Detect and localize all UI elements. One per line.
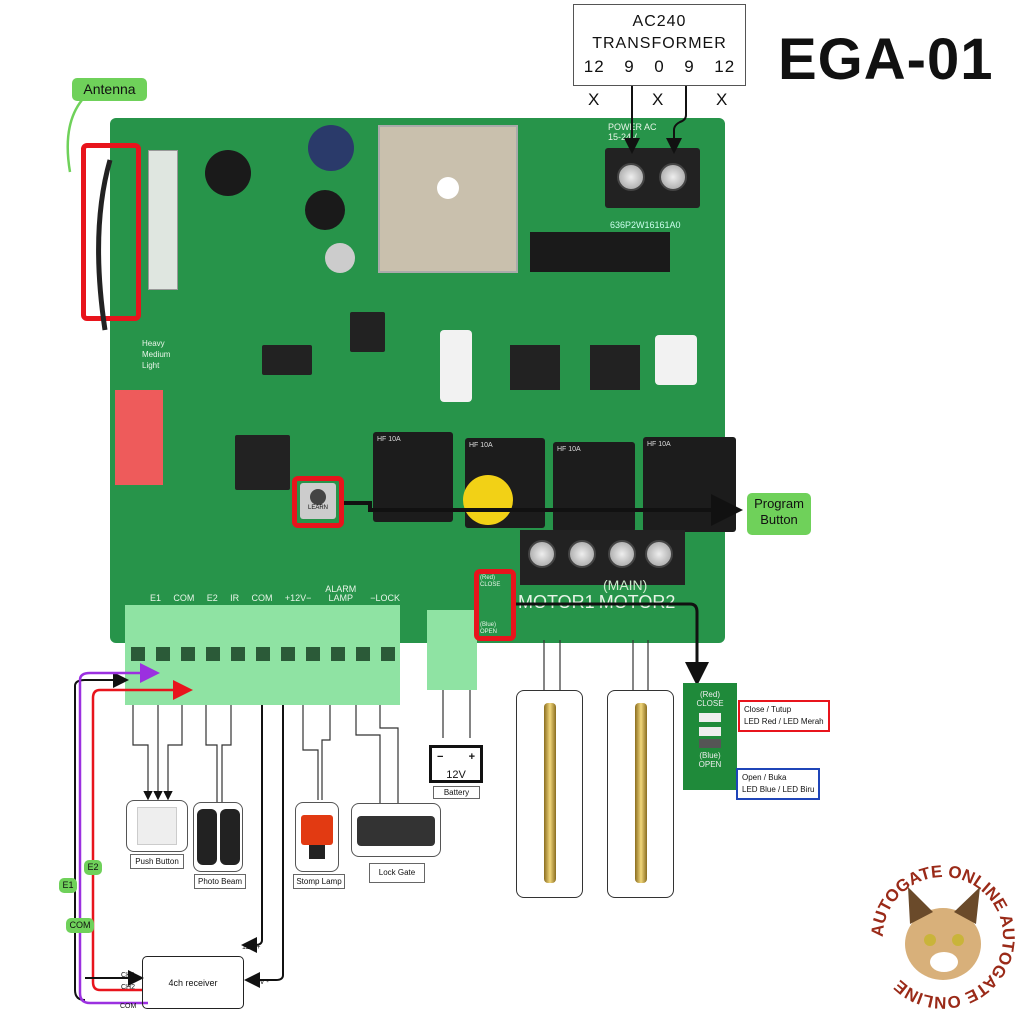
term-lock: −LOCK	[370, 593, 400, 603]
part-code: 636P2W16161A0	[610, 220, 681, 230]
mcu-chip	[235, 435, 290, 490]
led-closeup: (Red) CLOSE (Blue) OPEN	[683, 683, 737, 790]
motor-terminal	[520, 530, 685, 585]
tap: 12	[583, 57, 605, 76]
capacitor	[325, 243, 355, 273]
capacitor	[305, 190, 345, 230]
motor1-label: MOTOR1	[518, 592, 595, 612]
motor-labels: MOTOR1 MOTOR2	[518, 592, 675, 613]
transistor	[510, 345, 560, 390]
term-alarm: ALARM LAMP	[325, 584, 357, 603]
led-top-color: (Red)	[699, 690, 720, 699]
open-line2: LED Blue / LED Biru	[742, 785, 815, 794]
push-button-label: Push Button	[130, 854, 184, 869]
ic-chip	[350, 312, 385, 352]
motor2-label: MOTOR2	[598, 592, 676, 612]
term-e1: E1	[150, 593, 162, 603]
term-com: COM	[173, 593, 195, 603]
term-com2: COM	[251, 593, 273, 603]
inductor	[655, 335, 697, 385]
yellow-capacitor	[463, 475, 513, 525]
term-ir: IR	[230, 593, 240, 603]
lock-gate-image	[351, 803, 441, 857]
term-12v: +12V−	[284, 593, 312, 603]
motor2-actuator	[607, 690, 674, 898]
program-button-badge: Program Button	[747, 493, 811, 535]
x-mark: X	[716, 90, 728, 109]
dip-heavy: Heavy	[142, 339, 165, 348]
fuse	[530, 232, 670, 272]
battery-connector	[427, 610, 477, 690]
receiver-box: 4ch receiver	[142, 956, 244, 1009]
led-top-state: CLOSE	[696, 699, 724, 708]
tap: 12	[714, 57, 736, 76]
photo-beam-image	[193, 802, 243, 872]
terminal-block	[125, 605, 400, 705]
close-line1: Close / Tutup	[744, 705, 792, 714]
com-badge: COM	[66, 918, 94, 933]
receiver-label: 4ch receiver	[168, 978, 218, 988]
push-button-image	[126, 800, 188, 852]
tap: 9	[624, 57, 635, 76]
com-label: COM	[120, 1003, 137, 1010]
led-bottom-color: (Blue)	[699, 751, 721, 760]
led-label-bottom: (Blue) OPEN	[480, 622, 498, 635]
term-e2: E2	[206, 593, 218, 603]
battery-voltage: 12V	[446, 769, 466, 781]
ic-chip	[262, 345, 312, 375]
open-info-box: Open / Buka LED Blue / LED Biru	[736, 768, 821, 800]
tap: 9	[684, 57, 695, 76]
battery-icon: −+ 12V	[429, 745, 483, 783]
e2-badge: E2	[84, 860, 102, 875]
ch1-label: CH1	[121, 972, 136, 979]
transistor	[590, 345, 640, 390]
led-highlight	[474, 569, 516, 641]
motor1-actuator	[516, 690, 583, 898]
inductor	[440, 330, 472, 402]
x-mark: X	[588, 90, 600, 109]
model-title: EGA-01	[778, 27, 994, 92]
antenna-highlight	[81, 143, 141, 321]
heatsink	[378, 125, 518, 273]
x-mark: X	[652, 90, 664, 109]
antenna-module	[148, 150, 178, 290]
close-line2: LED Red / LED Merah	[744, 717, 824, 726]
e1-badge: E1	[59, 878, 77, 893]
dip-medium: Medium	[142, 350, 171, 359]
transformer-line2: TRANSFORMER	[592, 35, 727, 52]
ch2-label: CH2	[121, 984, 136, 991]
photo-beam-label: Photo Beam	[194, 874, 246, 889]
tap: 0	[654, 57, 665, 76]
transformer-box: AC240 TRANSFORMER 12 9 0 9 12	[573, 4, 746, 86]
dip-light: Light	[142, 361, 160, 370]
capacitor	[205, 150, 251, 196]
terminal-labels: E1 COM E2 IR COM +12V− ALARM LAMP −LOCK	[150, 585, 400, 604]
lock-gate-label: Lock Gate	[369, 863, 425, 883]
dip-switch	[115, 390, 163, 485]
main-label: (MAIN)	[603, 577, 648, 593]
capacitor	[308, 125, 354, 171]
led-label-top: (Red) CLOSE	[480, 575, 501, 588]
stomp-lamp-image	[295, 802, 339, 872]
transformer-taps: 12 9 0 9 12	[574, 57, 745, 77]
relay: HF 10A	[553, 442, 635, 532]
led-bottom-state: OPEN	[698, 760, 722, 769]
autogate-logo: AUTOGATE ONLINE AUTOGATE ONLINE	[868, 862, 1018, 1012]
relay: HF 10A	[373, 432, 453, 522]
power-terminal	[605, 148, 700, 208]
12v-plus-label: 12V +	[242, 944, 261, 951]
learn-button[interactable]: LEARN	[300, 483, 336, 519]
learn-highlight	[292, 476, 344, 528]
transformer-line1: AC240	[632, 13, 687, 30]
stomp-lamp-label: Stomp Lamp	[293, 874, 345, 889]
open-line1: Open / Buka	[742, 773, 787, 782]
learn-label: LEARN	[307, 505, 328, 511]
12v-minus-label: 12V -	[252, 979, 269, 986]
battery-label: Battery	[433, 786, 480, 799]
dip-labels: Heavy Medium Light	[142, 338, 170, 371]
close-info-box: Close / Tutup LED Red / LED Merah	[738, 700, 830, 732]
antenna-badge: Antenna	[72, 78, 147, 101]
